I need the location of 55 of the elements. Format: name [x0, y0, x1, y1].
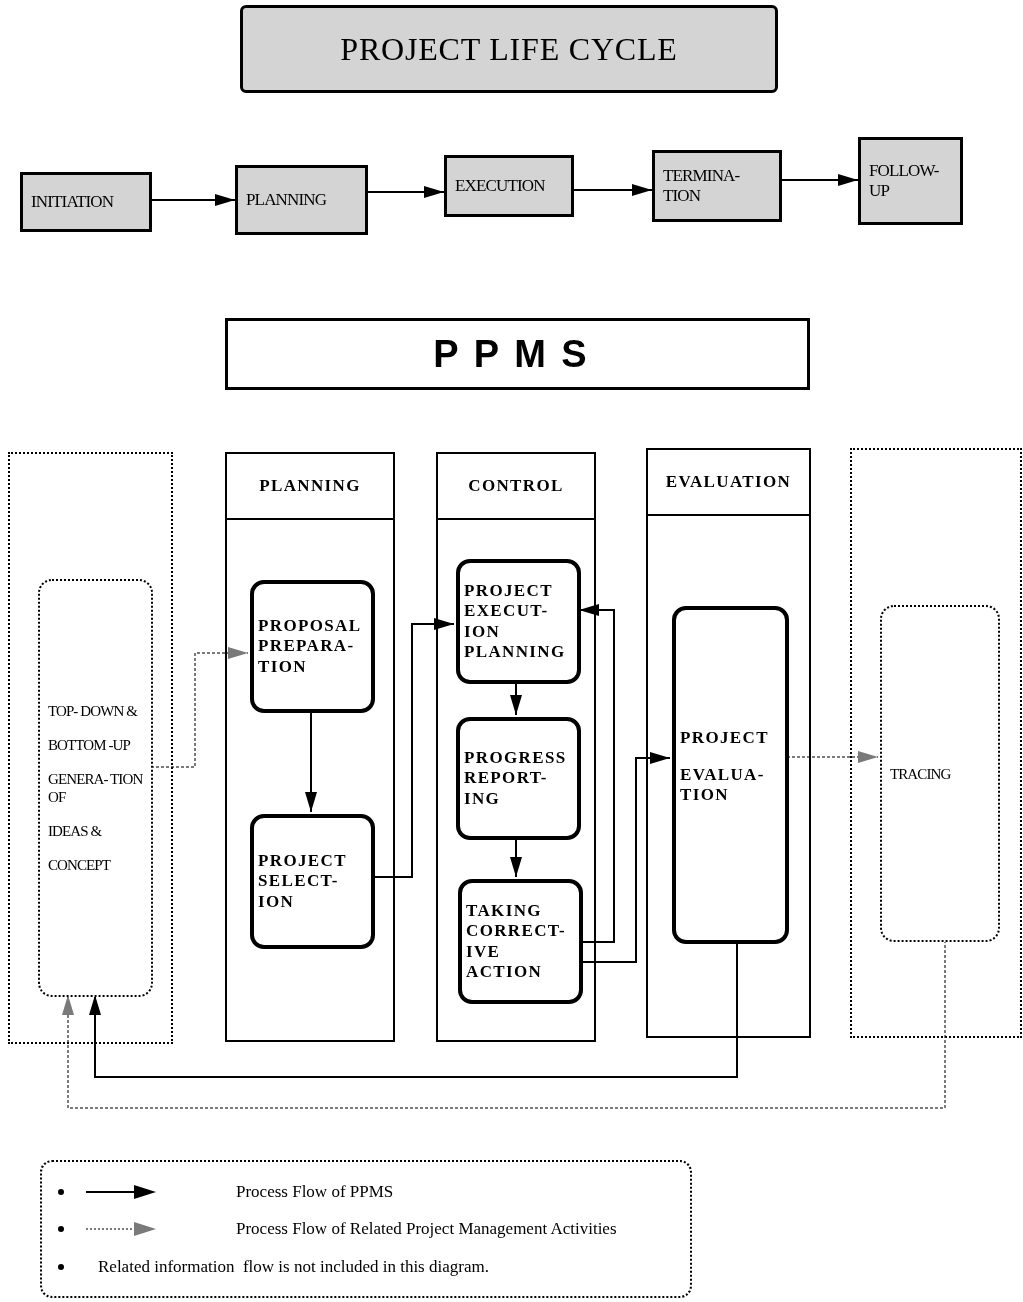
swimlane-column [646, 448, 811, 1038]
activity-box [880, 605, 1000, 942]
arrow [781, 174, 859, 186]
node-text: TERMINA- TION [663, 166, 741, 206]
node-text: PPMS [433, 331, 602, 377]
arrow [510, 681, 522, 716]
process-box [250, 814, 375, 949]
note-text: Related information flow is not included in this diagram. [98, 1255, 489, 1278]
stage-box [20, 172, 152, 232]
arrow [573, 184, 653, 196]
swimlane-column [436, 452, 596, 1042]
swimlane-column [8, 452, 173, 1044]
process-box [250, 580, 375, 713]
stage-box [444, 155, 574, 217]
node-text: GENERA- TION OF [48, 770, 143, 806]
legend-text: Process Flow of Related Project Management Activities [236, 1218, 617, 1241]
node-text: PROJECT [680, 728, 770, 749]
process-box [456, 717, 581, 840]
arrow [510, 837, 522, 878]
lane-title: EVALUATION [665, 471, 792, 494]
lane-title: CONTROL [468, 475, 564, 498]
node-text: INITIATION [31, 192, 114, 212]
node-text: EXECUTION [455, 176, 545, 196]
node-text: PROJECT SELECT- ION [258, 850, 348, 913]
node-text: PROPOSAL PREPARA- TION [258, 615, 362, 678]
node-text: PROGRESS REPORT- ING [464, 747, 568, 810]
node-text: CONCEPT [48, 856, 112, 874]
arrow [151, 194, 236, 206]
node-text: PROJECT EXECUT- ION PLANNING [464, 580, 567, 663]
arrow [62, 939, 946, 1109]
arrow [367, 186, 445, 198]
node-text: IDEAS & [48, 822, 103, 840]
lane-title: PLANNING [259, 475, 361, 498]
stage-box [652, 150, 782, 222]
process-box [672, 606, 789, 944]
arrow [305, 710, 317, 813]
stage-box [235, 165, 368, 235]
heading-box [225, 318, 810, 390]
arrow [89, 941, 738, 1078]
swimlane-column [850, 448, 1022, 1038]
swimlane-column [225, 452, 395, 1042]
node-text: PROJECT LIFE CYCLE [340, 30, 678, 69]
process-box [456, 559, 581, 684]
title-box [240, 5, 778, 93]
legend-text: Process Flow of PPMS [236, 1180, 394, 1203]
node-text: TOP- DOWN & [48, 702, 139, 720]
node-text: TAKING CORRECT- IVE ACTION [466, 900, 567, 983]
node-text: TRACING [890, 764, 952, 783]
stage-box [858, 137, 963, 225]
node-text: BOTTOM -UP [48, 736, 132, 754]
process-box [458, 879, 583, 1004]
node-text: PLANNING [246, 190, 327, 210]
node-text: EVALUA- TION [680, 764, 766, 806]
activity-box [38, 579, 153, 997]
node-text: FOLLOW- UP [869, 161, 940, 201]
